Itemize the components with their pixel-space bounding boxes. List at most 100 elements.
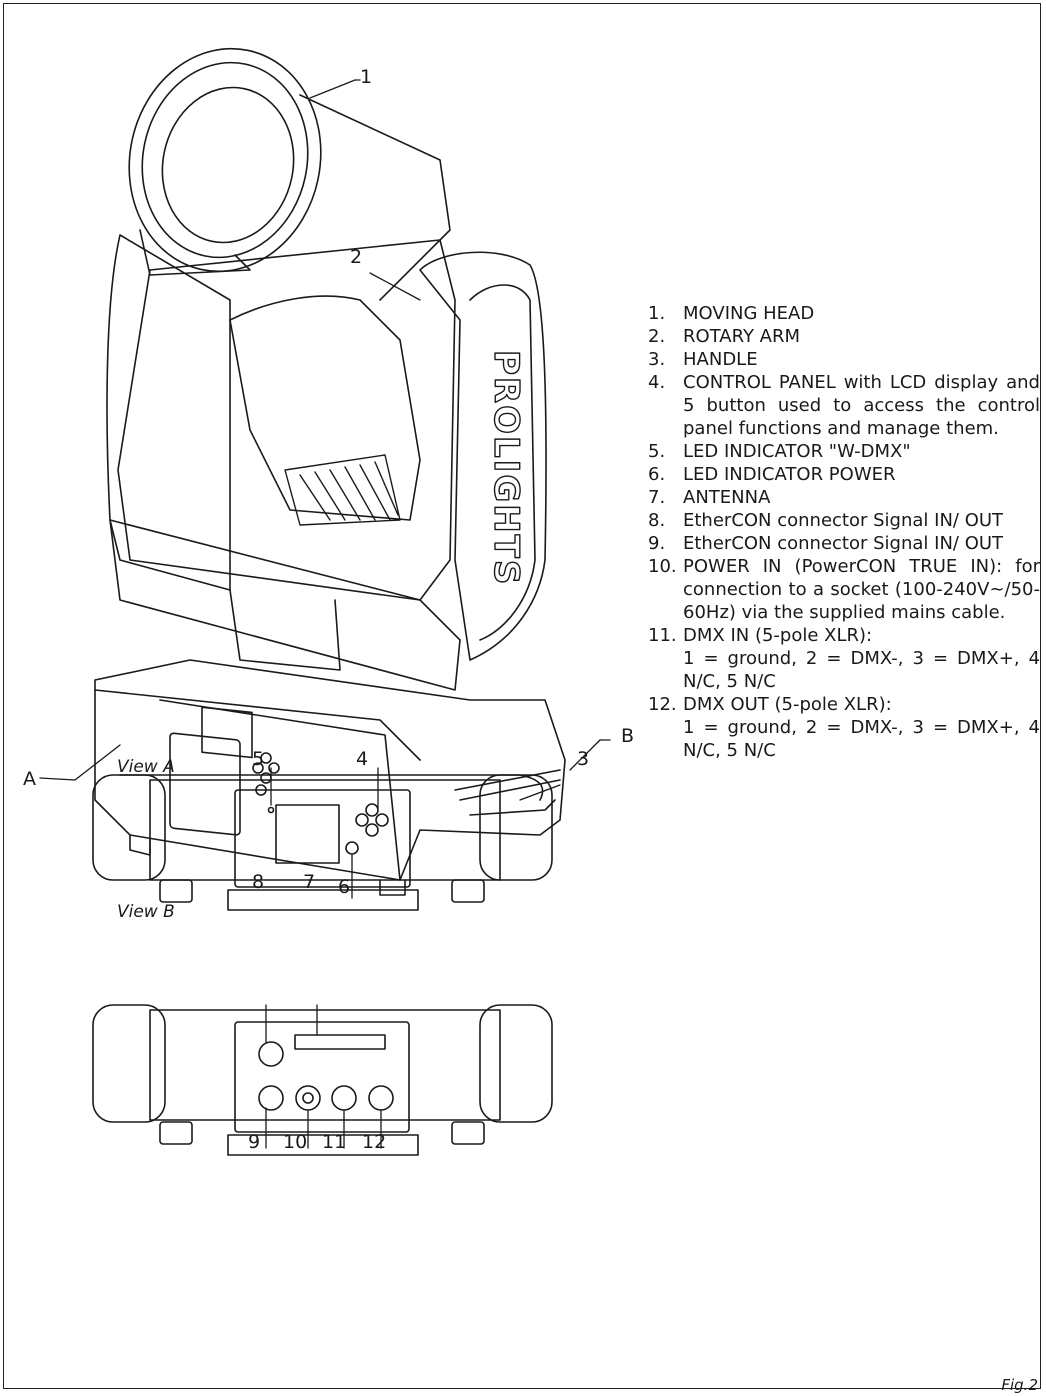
legend-item: 5. LED INDICATOR "W-DMX"	[648, 440, 1040, 463]
page-frame	[3, 3, 1041, 1389]
legend-item-number: 7.	[648, 487, 666, 508]
legend-item: 6. LED INDICATOR POWER	[648, 463, 1040, 486]
view-a-led-power	[345, 841, 359, 855]
brand-logo: PROLIGHTS	[486, 350, 526, 586]
legend-item: 4. CONTROL PANEL with LCD display and 5 b…	[648, 371, 1040, 440]
legend-item-text: CONTROL PANEL with LCD display and 5 but…	[683, 372, 1040, 439]
view-a-foot-plate	[227, 889, 419, 911]
legend-item-number: 4.	[648, 372, 666, 393]
view-a-button-left	[355, 813, 369, 827]
view-a-illustration	[92, 774, 553, 911]
callout-10: 10	[283, 1131, 308, 1153]
legend-item-text: MOVING HEAD	[683, 303, 815, 324]
legend-item-number: 5.	[648, 441, 666, 462]
view-b-panel	[234, 1021, 410, 1133]
legend-item: 1. MOVING HEAD	[648, 302, 1040, 325]
vent-grille	[284, 454, 401, 526]
leader-lines	[39, 79, 611, 1149]
legend-item-text: DMX IN (5-pole XLR):	[683, 625, 873, 646]
legend-item-number: 11.	[648, 625, 677, 646]
head-side	[299, 94, 451, 301]
view-a-left-side	[92, 774, 166, 881]
callout-1: 1	[360, 66, 373, 88]
view-a-button-right	[375, 813, 389, 827]
callout-4: 4	[356, 748, 369, 770]
callout-12: 12	[362, 1131, 387, 1153]
view-a-panel	[234, 789, 411, 888]
legend-item-subtext: 1 = ground, 2 = DMX-, 3 = DMX+, 4 N/C, 5…	[683, 648, 1040, 692]
callout-7: 7	[303, 871, 316, 893]
moving-head-illustration: PROLIGHTS	[94, 47, 566, 896]
base-panel-frame	[169, 732, 241, 836]
legend-item-text: ANTENNA	[683, 487, 771, 508]
legend-item-number: 9.	[648, 533, 666, 554]
view-b-powercon	[295, 1085, 321, 1111]
lower-housing	[109, 519, 461, 691]
callout-6: 6	[338, 876, 351, 898]
legend-item-text: DMX OUT (5-pole XLR):	[683, 694, 892, 715]
legend-item-text: LED INDICATOR POWER	[683, 464, 896, 485]
rear-arm-shape	[106, 234, 231, 591]
legend-item-number: 10.	[648, 556, 677, 577]
base-button	[252, 762, 264, 774]
callout-a: A	[23, 768, 36, 790]
callout-2: 2	[350, 246, 363, 268]
head-cutout	[229, 295, 421, 521]
base-button	[260, 752, 272, 764]
view-a-label: View A	[117, 757, 175, 777]
view-b-antenna	[294, 1034, 386, 1050]
view-a-led-wdmx	[267, 806, 275, 814]
lens-ring-outer	[128, 47, 322, 273]
lens	[161, 86, 295, 244]
legend-item: 11. DMX IN (5-pole XLR):1 = ground, 2 = D…	[648, 624, 1040, 693]
view-b-dmx-out	[368, 1085, 394, 1111]
legend-item-text: EtherCON connector Signal IN/ OUT	[683, 510, 1004, 531]
view-b-ethercon-top	[258, 1041, 284, 1067]
view-b-ethercon-bottom	[258, 1085, 284, 1111]
legend-item-number: 3.	[648, 349, 666, 370]
front-arm	[419, 251, 547, 661]
view-a-lcd	[275, 804, 340, 864]
legend-item-text: HANDLE	[683, 349, 758, 370]
callout-3: 3	[577, 748, 590, 770]
legend-item-text: EtherCON connector Signal IN/ OUT	[683, 533, 1004, 554]
parts-legend: 1. MOVING HEAD 2. ROTARY ARM 3. HANDLE 4. CONTR…	[648, 302, 1040, 762]
view-a-right-side	[479, 774, 553, 881]
view-b-dmx-in	[331, 1085, 357, 1111]
legend-item-number: 6.	[648, 464, 666, 485]
handle	[454, 769, 561, 816]
legend-item: 12. DMX OUT (5-pole XLR):1 = ground, 2 = …	[648, 693, 1040, 762]
legend-item: 2. ROTARY ARM	[648, 325, 1040, 348]
legend-item: 9. EtherCON connector Signal IN/ OUT	[648, 532, 1040, 555]
view-b-label: View B	[117, 902, 175, 922]
base-lcd	[201, 706, 253, 759]
legend-item-number: 2.	[648, 326, 666, 347]
legend-item: 3. HANDLE	[648, 348, 1040, 371]
callout-9: 9	[248, 1131, 261, 1153]
callout-8: 8	[252, 871, 265, 893]
legend-item-number: 12.	[648, 694, 677, 715]
view-b-right-side	[479, 1004, 553, 1123]
figure-label: Fig.2	[1001, 1376, 1038, 1394]
callout-11: 11	[322, 1131, 347, 1153]
legend-item: 7. ANTENNA	[648, 486, 1040, 509]
legend-item-number: 8.	[648, 510, 666, 531]
legend-item: 10. POWER IN (PowerCON TRUE IN): for conn…	[648, 555, 1040, 624]
view-b-foot-plate	[227, 1134, 419, 1156]
callout-5: 5	[252, 748, 265, 770]
lens-ring-inner	[141, 61, 309, 259]
view-b-left-side	[92, 1004, 166, 1123]
head-body	[117, 239, 456, 601]
legend-item-number: 1.	[648, 303, 666, 324]
legend-item-text: ROTARY ARM	[683, 326, 801, 347]
legend-item-text: POWER IN (PowerCON TRUE IN): for connect…	[683, 556, 1040, 623]
legend-item-text: LED INDICATOR "W-DMX"	[683, 441, 911, 462]
view-a-button-down	[365, 823, 379, 837]
legend-item-subtext: 1 = ground, 2 = DMX-, 3 = DMX+, 4 N/C, 5…	[683, 717, 1040, 761]
base-button	[268, 762, 280, 774]
callout-b: B	[621, 725, 635, 747]
view-a-button-up	[365, 803, 379, 817]
legend-item: 8. EtherCON connector Signal IN/ OUT	[648, 509, 1040, 532]
base-housing	[94, 659, 566, 881]
